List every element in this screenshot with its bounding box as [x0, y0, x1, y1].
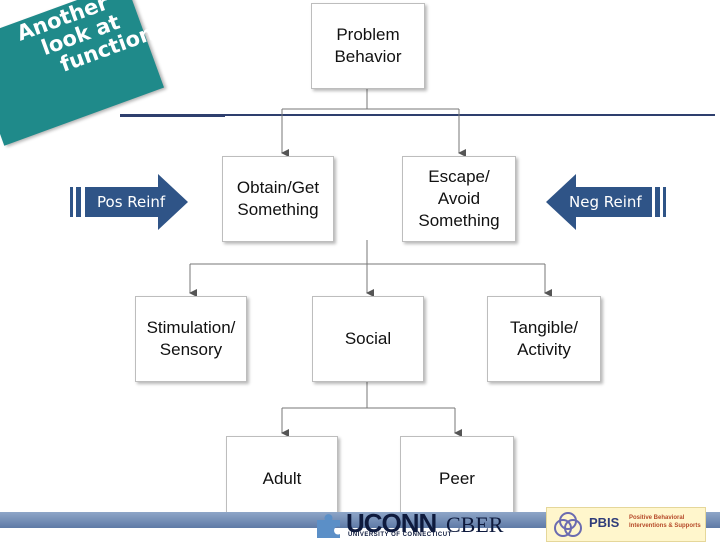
pbis-tagline-line-1: Positive Behavioral — [629, 515, 685, 521]
uconn-subtitle-text: UNIVERSITY OF CONNECTICUT — [348, 532, 452, 538]
social-label: Social — [344, 329, 392, 348]
puzzle-piece-icon — [317, 514, 340, 538]
tangible-activity-label: Tangible/ Activity — [509, 318, 579, 359]
neg-reinf-label: Neg Reinf — [569, 193, 642, 211]
stimulation-sensory-box: Stimulation/ Sensory — [135, 296, 247, 382]
uconn-logo-text: UCONN — [346, 508, 437, 538]
cber-logo: CBER — [446, 512, 503, 538]
problem-behavior-box: Problem Behavior — [311, 3, 425, 89]
pos-reinf-label: Pos Reinf — [97, 193, 166, 211]
obtain-something-box: Obtain/Get Something — [222, 156, 334, 242]
escape-avoid-box: Escape/ Avoid Something — [402, 156, 516, 242]
tangible-activity-box: Tangible/ Activity — [487, 296, 601, 382]
peer-label: Peer — [439, 469, 475, 488]
adult-label: Adult — [262, 469, 302, 488]
footer-band — [0, 512, 720, 528]
escape-avoid-label: Escape/ Avoid Something — [418, 167, 500, 230]
pbis-tagline-line-2: Interventions & Supports — [629, 523, 701, 529]
pbis-logo: PBIS Positive Behavioral Interventions &… — [546, 507, 706, 542]
cber-logo-text: CBER — [446, 512, 504, 537]
obtain-something-label: Obtain/Get Something — [236, 178, 320, 219]
social-box: Social — [312, 296, 424, 382]
title-rule-right — [225, 114, 715, 116]
title-rule-left — [120, 114, 225, 117]
neg-reinf-arrow — [546, 174, 666, 230]
uconn-subtitle: UNIVERSITY OF CONNECTICUT — [348, 532, 452, 538]
pbis-logo-text: PBIS — [589, 515, 620, 530]
stimulation-sensory-label: Stimulation/ Sensory — [146, 318, 236, 359]
pbis-emblem-icon — [554, 512, 582, 537]
adult-box: Adult — [226, 436, 338, 522]
uconn-logo: UCONN — [346, 508, 437, 539]
pos-reinf-arrow — [70, 174, 188, 230]
problem-behavior-label: Problem Behavior — [334, 25, 402, 66]
pbis-tagline: Positive Behavioral Interventions & Supp… — [629, 514, 701, 530]
